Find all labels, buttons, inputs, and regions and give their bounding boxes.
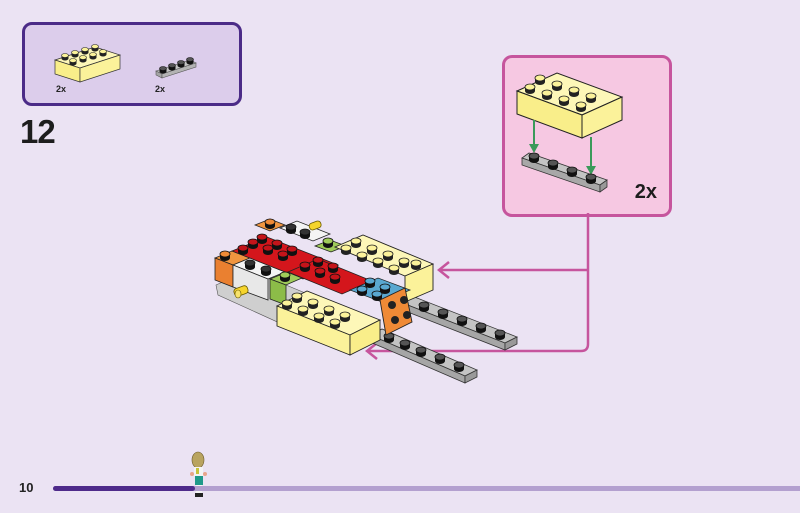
progress-bar xyxy=(53,486,800,491)
subassembly-callout: 2x xyxy=(502,55,672,217)
gray-plate-lower xyxy=(369,328,478,384)
part-gray-plate-icon xyxy=(155,57,197,79)
progress-bar-fill xyxy=(53,486,195,491)
callout-connector-arrows xyxy=(364,213,590,360)
part-quantity-yellow-brick: 2x xyxy=(56,84,67,94)
part-quantity-gray-plate: 2x xyxy=(155,84,166,94)
callout-quantity: 2x xyxy=(634,181,657,203)
callout-insert-arrows xyxy=(529,120,596,175)
main-model-illustration xyxy=(213,218,518,384)
gray-plate-upper xyxy=(399,295,518,351)
callout-gray-plate-icon xyxy=(521,152,608,193)
step-number: 12 xyxy=(20,113,56,150)
page-number: 10 xyxy=(19,480,34,495)
part-yellow-brick-icon xyxy=(53,44,122,83)
callout-yellow-brick-icon xyxy=(515,72,624,139)
